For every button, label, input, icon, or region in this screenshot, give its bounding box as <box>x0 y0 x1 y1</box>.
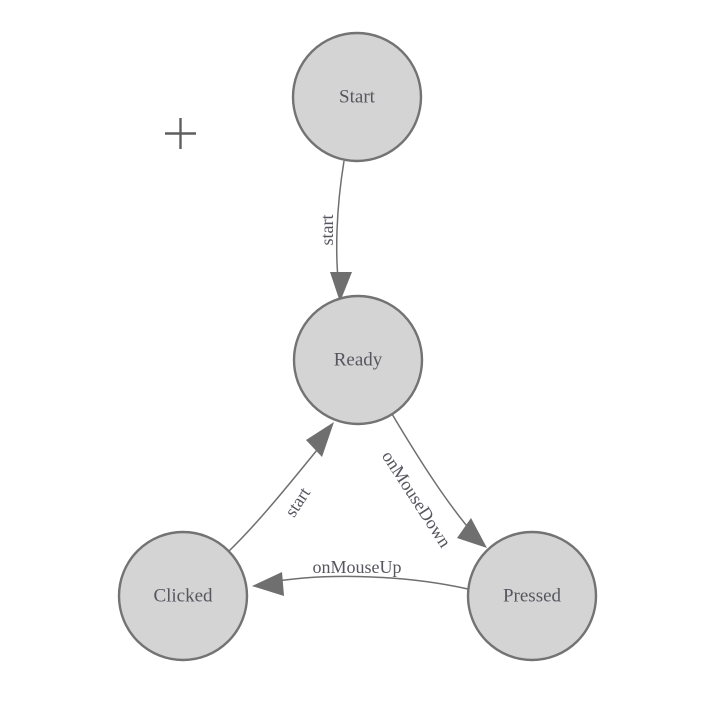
arrowhead-ready-to-pressed <box>457 518 487 548</box>
edge-ready-to-pressed[interactable]: onMouseDown <box>378 413 487 551</box>
node-circle-pressed[interactable] <box>466 530 598 662</box>
crosshair-icon[interactable] <box>165 118 196 149</box>
edge-path-clicked-to-ready <box>227 443 323 553</box>
edge-clicked-to-ready[interactable]: start <box>227 422 334 553</box>
edge-start-to-ready[interactable]: start <box>317 160 352 302</box>
node-clicked[interactable]: Clicked <box>117 530 249 662</box>
edge-path-start-to-ready <box>335 160 345 290</box>
edge-pressed-to-clicked[interactable]: onMouseUp <box>252 557 469 596</box>
arrowhead-pressed-to-clicked <box>252 572 284 596</box>
node-start[interactable]: Start <box>291 31 423 163</box>
node-pressed[interactable]: Pressed <box>466 530 598 662</box>
node-circle-start[interactable] <box>291 31 423 163</box>
node-ready[interactable]: Ready <box>292 294 424 426</box>
node-circle-clicked[interactable] <box>117 530 249 662</box>
edge-label-start-to-ready: start <box>317 215 337 246</box>
arrowhead-start-to-ready <box>330 272 352 302</box>
edge-label-ready-to-pressed: onMouseDown <box>378 447 455 551</box>
arrowhead-clicked-to-ready <box>306 422 334 457</box>
node-circle-ready[interactable] <box>292 294 424 426</box>
edge-label-pressed-to-clicked: onMouseUp <box>313 557 402 577</box>
edge-path-pressed-to-clicked <box>265 575 469 590</box>
